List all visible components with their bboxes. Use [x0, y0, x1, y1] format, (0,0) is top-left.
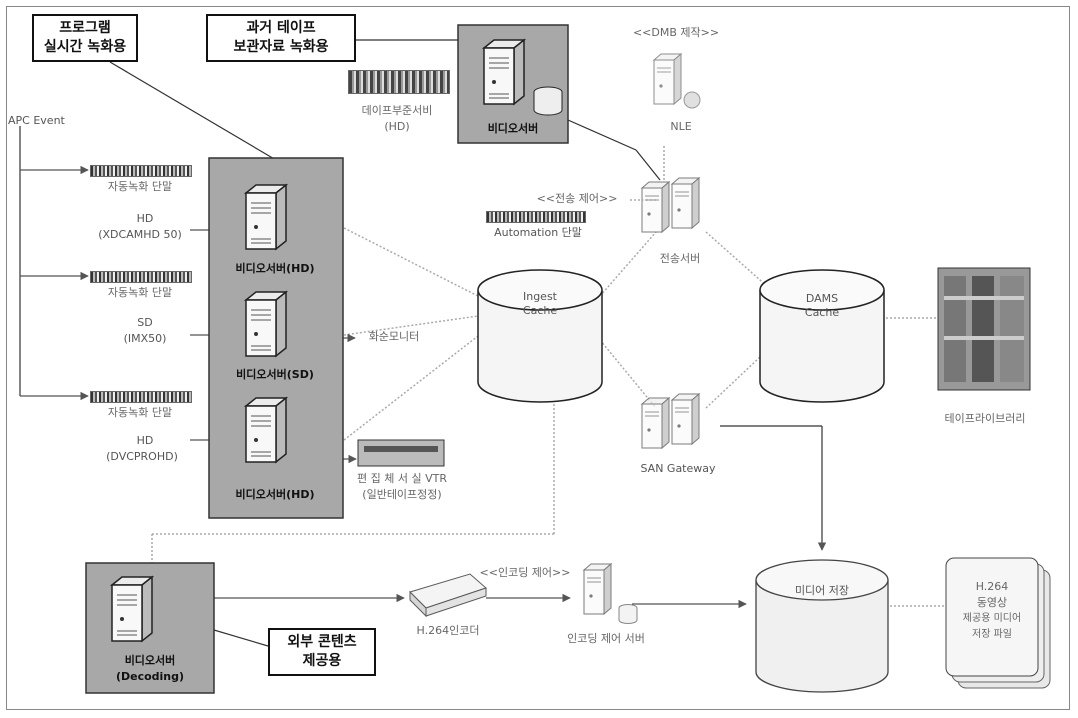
- h264-label: H.264인코더: [416, 624, 480, 637]
- media-box-label-4: 저장 파일: [972, 629, 1012, 640]
- tape-library-label: 테이프라이브러리: [944, 412, 1026, 425]
- vtr-label-1: 편 집 체 서 실 VTR: [357, 472, 447, 485]
- encode-control-label: <<인코딩 제어>>: [479, 566, 571, 579]
- decoding-label-1: 비디오서버: [124, 654, 176, 667]
- video-server-top-label: 비디오서버: [487, 122, 539, 135]
- tape-library-icon: [937, 267, 1031, 391]
- dams-label-2: Cache: [804, 306, 840, 319]
- automation-terminal: [486, 211, 586, 223]
- server-sd-label: 비디오서버(SD): [236, 368, 314, 381]
- dmb-label: <<DMB 제작>>: [632, 26, 720, 39]
- callout-past-tape: 과거 테이프 보관자료 녹화용: [206, 14, 356, 62]
- media-box-label-3: 제공용 미디어: [962, 613, 1022, 624]
- media-store-cylinder: [755, 559, 889, 693]
- transfer-server-label: 전송서버: [659, 252, 701, 265]
- transfer-control-label: <<전송 제어>>: [536, 192, 618, 205]
- encode-server-label: 인코딩 제어 서버: [567, 632, 645, 645]
- nle-gear-icon: [683, 91, 701, 109]
- auto-record-label-2: 자동녹화 단말: [107, 286, 173, 299]
- vtr-label-2: (일반테이프정정): [362, 488, 442, 501]
- media-box-label-2: 동영상: [976, 596, 1008, 609]
- tape-station-label-1: 데이프부준서비: [361, 104, 433, 117]
- hd-dvc-label-2: (DVCPROHD): [106, 450, 178, 463]
- ingest-cache-cylinder: [477, 269, 603, 403]
- tape-station-label-2: (HD): [384, 120, 410, 133]
- sd-imx-label-2: (IMX50): [123, 332, 167, 345]
- media-box-stack: [945, 557, 1051, 689]
- realtime-check-label: 화순모니터: [368, 330, 420, 343]
- h264-encoder-icon: [409, 573, 487, 618]
- sd-imx-label-1: SD: [137, 316, 153, 329]
- auto-record-terminal-3: [90, 391, 192, 403]
- decoding-label-2: (Decoding): [115, 670, 185, 683]
- ingest-label-2: Cache: [522, 304, 558, 317]
- diagram-frame: [6, 6, 1070, 710]
- disk-icon: [533, 86, 563, 116]
- ingest-label-1: Ingest: [522, 290, 557, 303]
- dams-cache-cylinder: [759, 269, 885, 403]
- media-store-label: 미디어 저장: [794, 584, 850, 597]
- nle-label: NLE: [670, 120, 692, 133]
- server-hd-label-2: 비디오서버(HD): [235, 488, 315, 501]
- hd-xdcam-label-1: HD: [136, 212, 154, 225]
- dams-label-1: DAMS: [805, 292, 839, 305]
- auto-record-label-1: 자동녹화 단말: [107, 180, 173, 193]
- hd-dvc-label-1: HD: [136, 434, 154, 447]
- media-box-label-1: H.264: [975, 580, 1009, 593]
- vtr-icon: [357, 439, 445, 467]
- apc-event-label: APC Event: [8, 114, 65, 127]
- server-hd-label-1: 비디오서버(HD): [235, 262, 315, 275]
- hd-xdcam-label-2: (XDCAMHD 50): [98, 228, 182, 241]
- auto-record-terminal-1: [90, 165, 192, 177]
- automation-label: Automation 단말: [494, 226, 582, 239]
- auto-record-label-3: 자동녹화 단말: [107, 406, 173, 419]
- callout-program-realtime: 프로그램 실시간 녹화용: [32, 14, 138, 62]
- tape-terminal: [348, 70, 450, 94]
- san-gateway-label: SAN Gateway: [640, 462, 716, 475]
- auto-record-terminal-2: [90, 271, 192, 283]
- callout-external-content: 외부 콘텐츠 제공용: [268, 628, 376, 676]
- link-lines: [151, 146, 946, 607]
